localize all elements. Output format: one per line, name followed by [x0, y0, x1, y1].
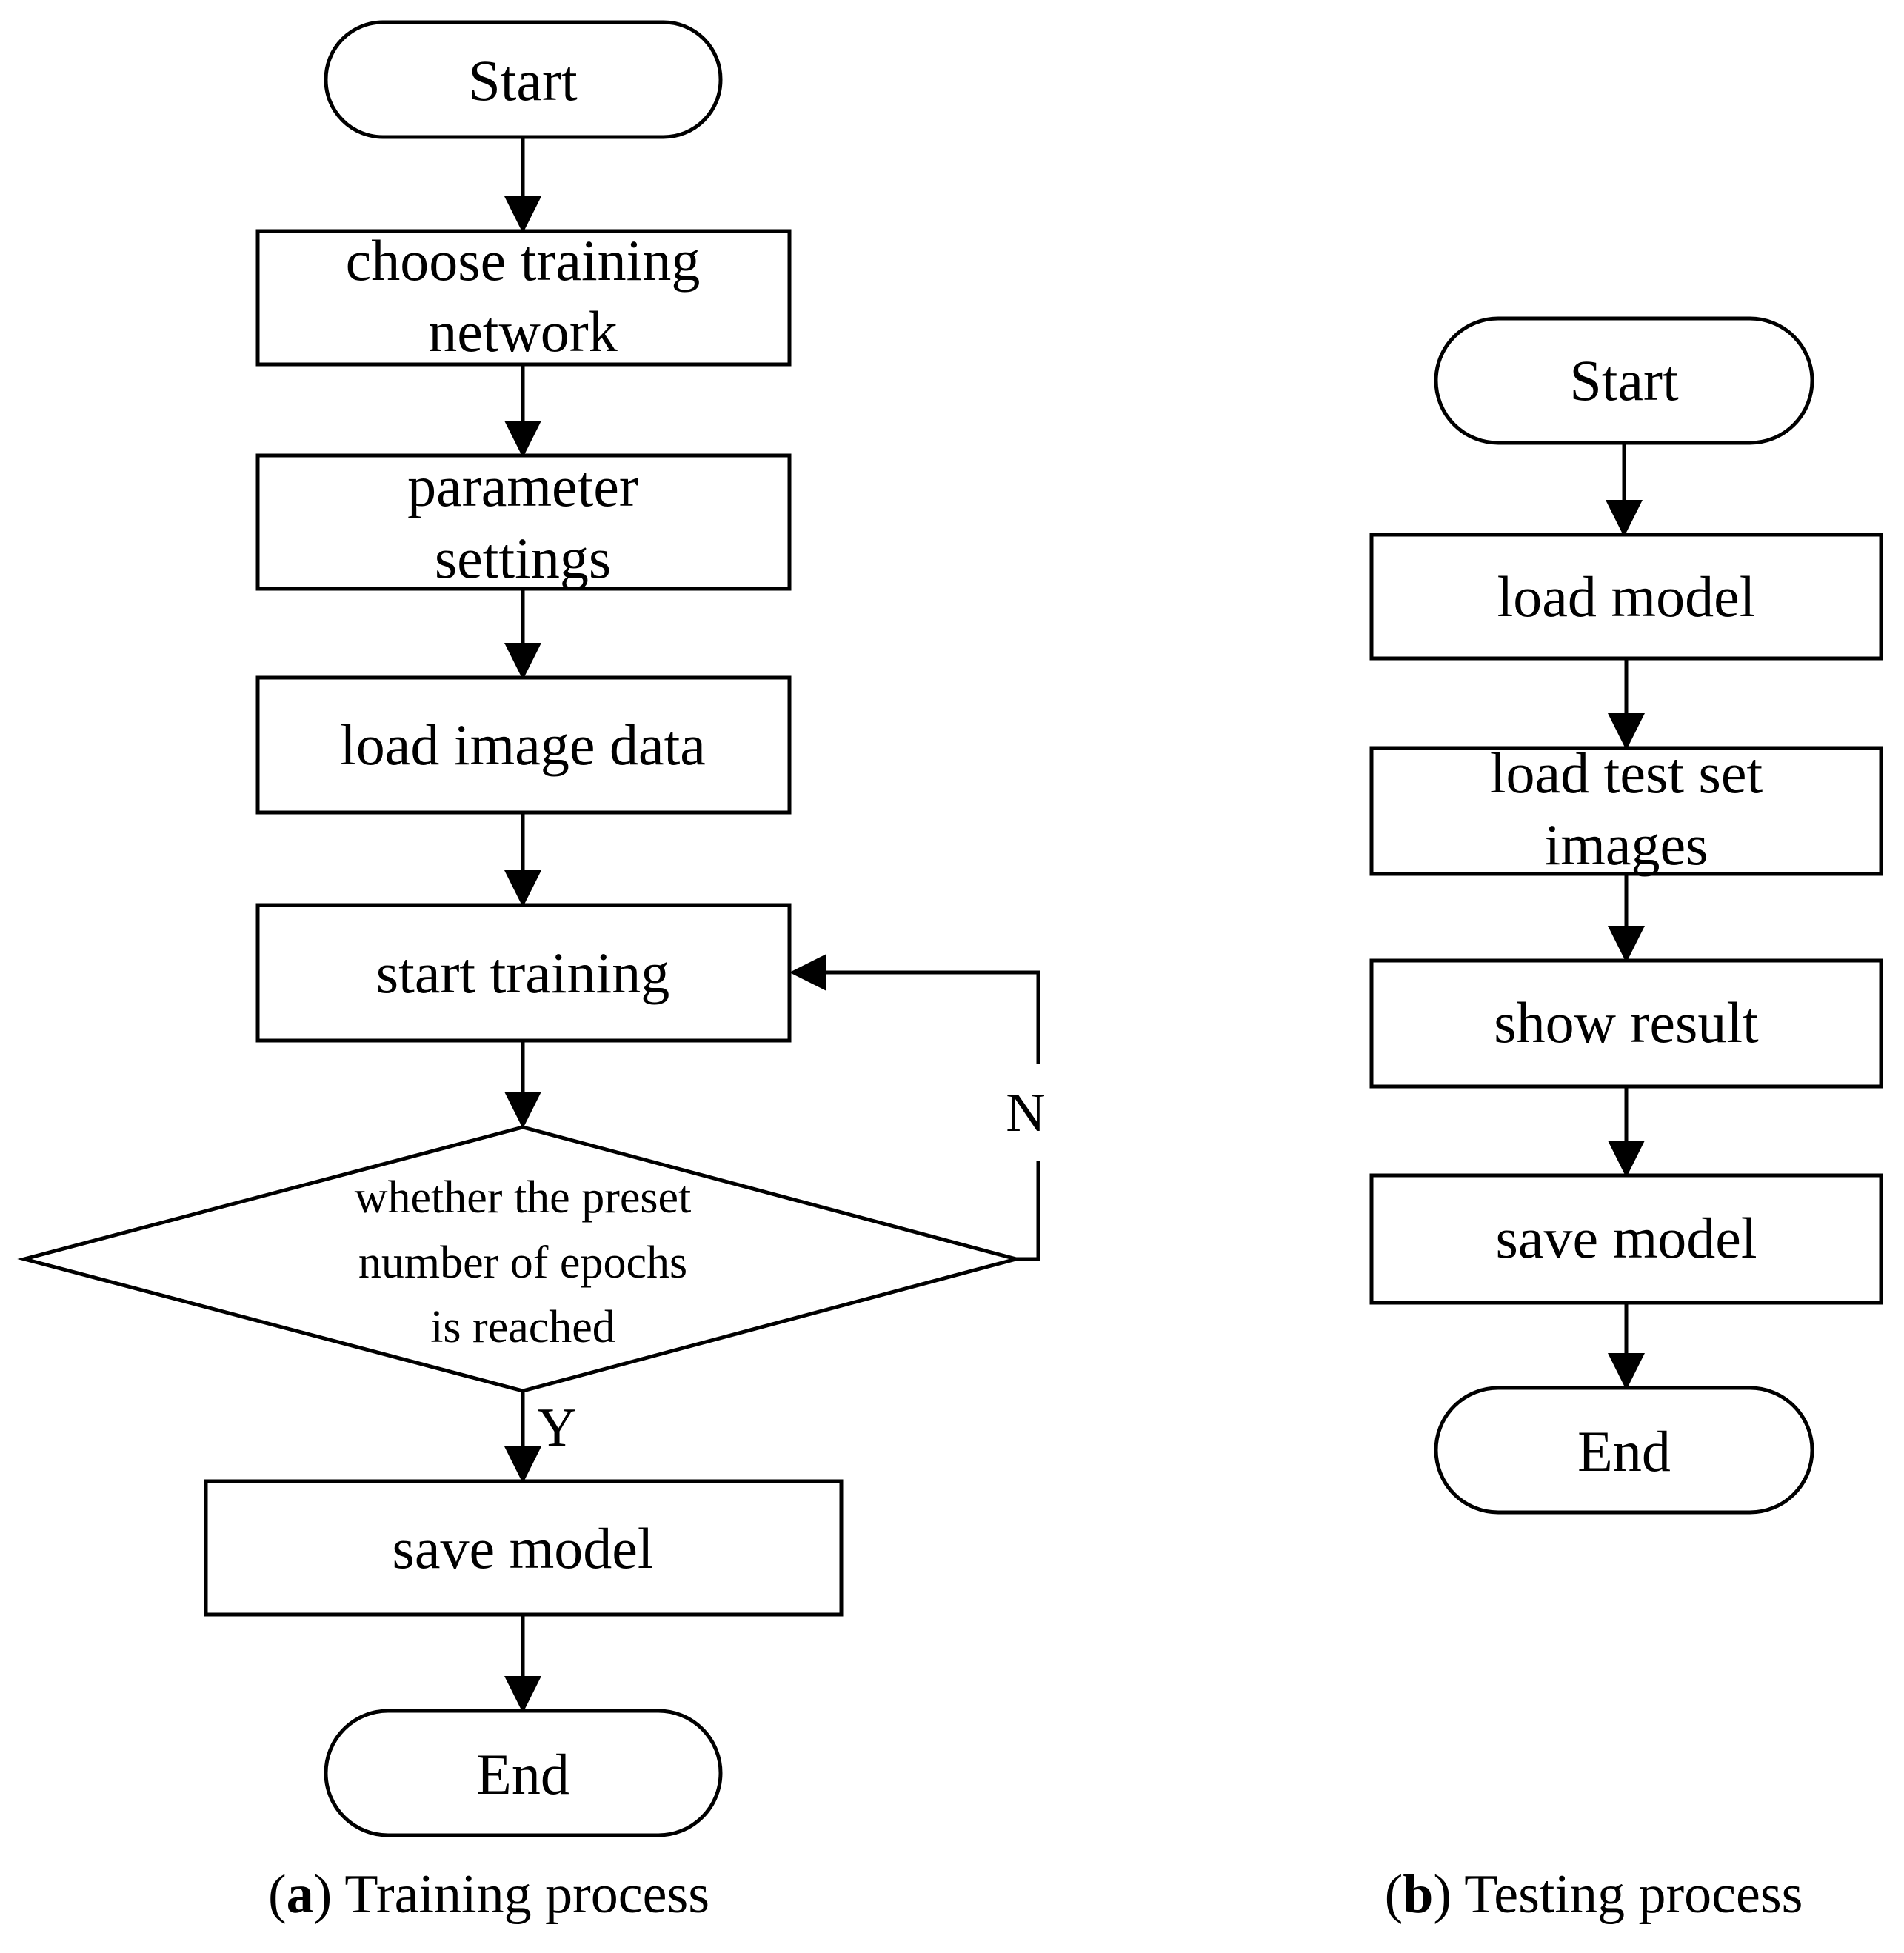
testing-caption: (b) Testing process: [1385, 1864, 1803, 1925]
show-result-box: [1369, 958, 1883, 1089]
load-test-set-label-line1: load test set: [1490, 741, 1763, 805]
testing-save-model-label: save model: [1495, 1206, 1757, 1270]
start-training-box: [255, 903, 792, 1043]
training-caption-text: Training process: [344, 1864, 709, 1925]
training-flowchart: Start choose training network parameter …: [17, 20, 1046, 1925]
decision-label-line1: whether the preset: [355, 1172, 691, 1223]
loop-line-lower: [1016, 1161, 1040, 1261]
testing-save-model-box: [1369, 1173, 1883, 1305]
yes-label: Y: [537, 1398, 576, 1458]
show-result-label: show result: [1494, 990, 1759, 1055]
no-label: N: [1006, 1083, 1045, 1144]
training-save-model-box: [204, 1479, 844, 1617]
decision-label-line3: is reached: [430, 1302, 615, 1352]
parameter-settings-label-line2: settings: [435, 526, 611, 590]
load-test-set-box: [1369, 746, 1883, 876]
testing-start-label: Start: [1569, 348, 1679, 413]
training-caption-letter: a: [287, 1864, 314, 1925]
load-image-data-label: load image data: [340, 712, 706, 777]
choose-network-box: [255, 229, 792, 367]
training-start-label: Start: [468, 48, 578, 113]
load-image-data-box: [255, 675, 792, 815]
training-save-model-label: save model: [392, 1516, 653, 1580]
load-test-set-label-line2: images: [1545, 812, 1708, 877]
training-end-terminal: [324, 1709, 723, 1837]
parameter-settings-label-line1: parameter: [407, 454, 638, 518]
testing-end-label: End: [1577, 1419, 1671, 1483]
loop-line-upper: [789, 954, 1040, 1064]
testing-caption-text: Testing process: [1464, 1864, 1803, 1925]
choose-network-label-line1: choose training: [346, 228, 701, 293]
training-end-label: End: [476, 1742, 569, 1806]
testing-end-terminal: [1434, 1386, 1814, 1515]
start-training-label: start training: [376, 941, 669, 1005]
training-caption: (a) Training process: [268, 1864, 709, 1925]
decision-label-line2: number of epochs: [358, 1238, 687, 1288]
load-model-label: load model: [1497, 564, 1756, 629]
choose-network-label-line2: network: [428, 299, 618, 364]
testing-flowchart: Start load model load test set images sh…: [1369, 316, 1883, 1925]
testing-caption-letter: b: [1403, 1864, 1433, 1925]
